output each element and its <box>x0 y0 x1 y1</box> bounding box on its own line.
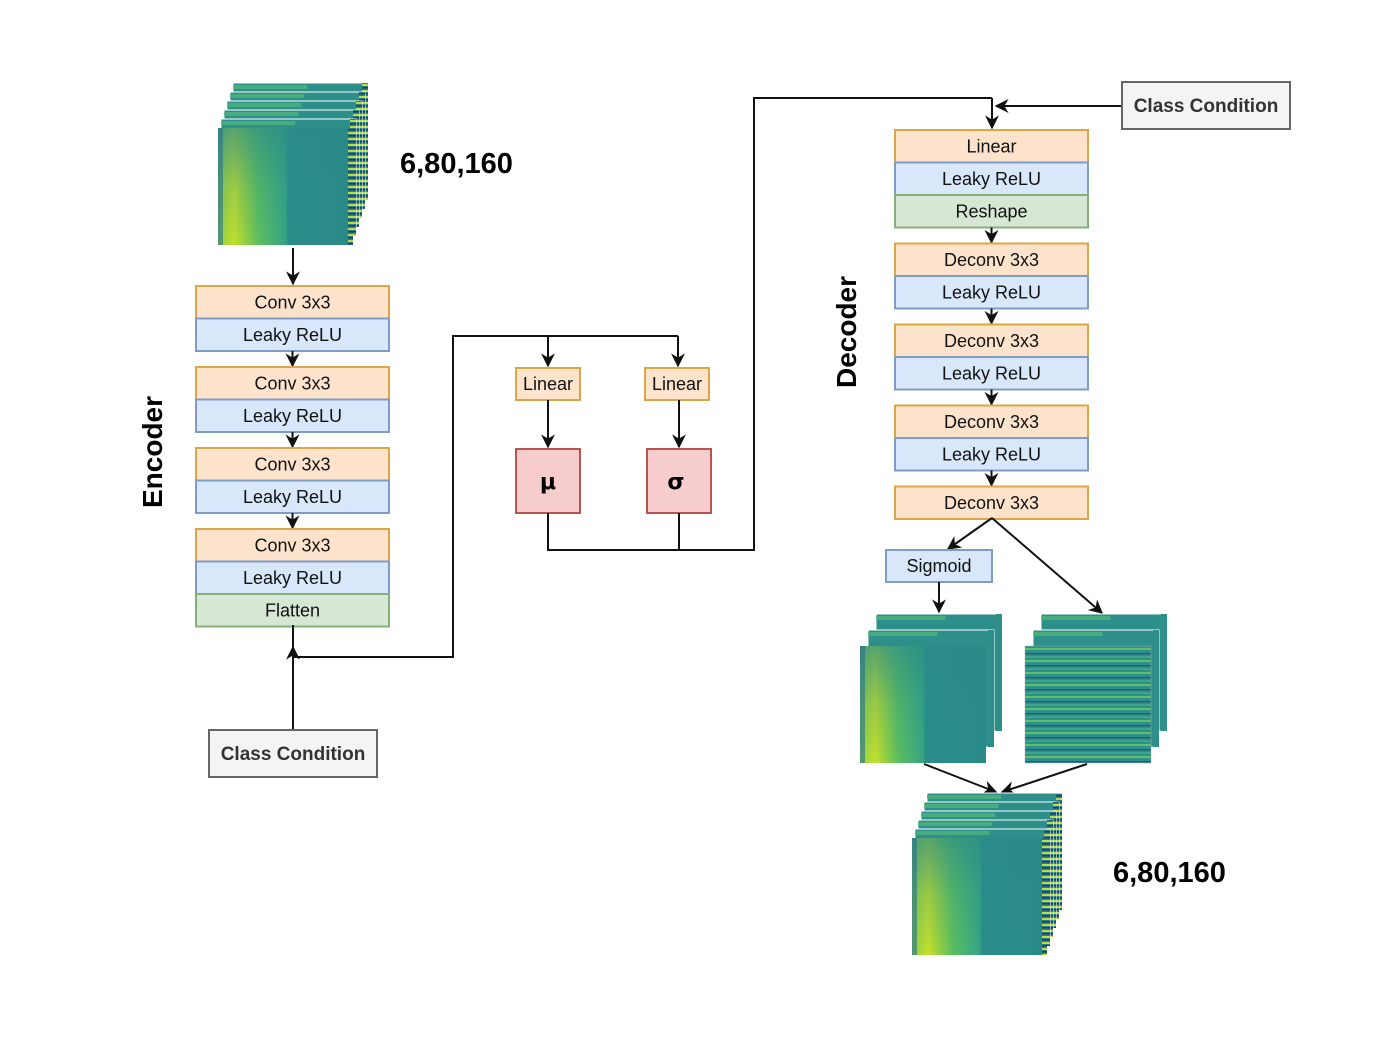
block-leaky-relu: Leaky ReLU <box>195 560 390 595</box>
edge-phase-to-output <box>1000 763 1088 795</box>
svg-text:Sigmoid: Sigmoid <box>906 556 971 576</box>
encoder-input-spectrogram-stack <box>218 82 369 245</box>
block-leaky-relu: Leaky ReLU <box>195 317 390 352</box>
block-deconv-3x3: Deconv 3x3 <box>894 404 1089 439</box>
block-label: Deconv 3x3 <box>944 412 1039 432</box>
block-label: Conv 3x3 <box>254 373 330 393</box>
encoder-input-shape: 6,80,160 <box>400 148 513 180</box>
edge-latent-to-decoder <box>547 97 992 551</box>
linear-sigma-block: Linear <box>644 367 710 401</box>
block-label: Linear <box>966 136 1016 156</box>
edge-deconv-to-sigmoid <box>946 517 993 550</box>
block-conv-3x3: Conv 3x3 <box>195 366 390 401</box>
decoder-title: Decoder <box>831 276 862 388</box>
block-deconv-3x3: Deconv 3x3 <box>894 485 1089 520</box>
spectrogram-frame <box>218 128 353 245</box>
block-deconv-3x3: Deconv 3x3 <box>894 242 1089 277</box>
block-conv-3x3: Conv 3x3 <box>195 285 390 320</box>
block-label: Leaky ReLU <box>243 325 342 345</box>
edge-deconv-to-phase <box>991 517 1104 614</box>
svg-text:Linear: Linear <box>652 374 702 394</box>
block-reshape: Reshape <box>894 194 1089 229</box>
block-label: Deconv 3x3 <box>944 331 1039 351</box>
block-label: Flatten <box>265 600 320 620</box>
decoder-class-condition: Class Condition <box>1121 81 1291 130</box>
sigma-block: σ <box>646 448 712 514</box>
block-label: Leaky ReLU <box>942 363 1041 383</box>
block-leaky-relu: Leaky ReLU <box>894 161 1089 196</box>
block-leaky-relu: Leaky ReLU <box>195 479 390 514</box>
svg-text:Class Condition: Class Condition <box>1134 96 1279 117</box>
svg-text:Linear: Linear <box>523 374 573 394</box>
block-conv-3x3: Conv 3x3 <box>195 447 390 482</box>
spectrogram-frame <box>912 838 1047 955</box>
mu-block: μ <box>515 448 581 514</box>
block-label: Leaky ReLU <box>942 444 1041 464</box>
block-leaky-relu: Leaky ReLU <box>894 356 1089 391</box>
block-label: Deconv 3x3 <box>944 493 1039 513</box>
block-label: Leaky ReLU <box>942 282 1041 302</box>
decoder-magnitude-stack <box>860 613 1003 763</box>
block-label: Leaky ReLU <box>942 169 1041 189</box>
svg-text:σ: σ <box>667 470 684 495</box>
block-label: Reshape <box>955 201 1027 221</box>
linear-mu-block: Linear <box>515 367 581 401</box>
block-label: Leaky ReLU <box>243 487 342 507</box>
block-leaky-relu: Leaky ReLU <box>894 275 1089 310</box>
block-label: Leaky ReLU <box>243 568 342 588</box>
decoder-phase-stack <box>1024 613 1168 764</box>
encoder-class-condition: Class Condition <box>208 729 378 778</box>
edge-magnitude-to-output <box>923 763 998 794</box>
block-label: Leaky ReLU <box>243 406 342 426</box>
spectrogram-frame <box>1024 645 1152 764</box>
block-leaky-relu: Leaky ReLU <box>894 437 1089 472</box>
encoder-title: Encoder <box>137 396 168 508</box>
block-linear: Linear <box>894 129 1089 164</box>
sigmoid-block: Sigmoid <box>885 549 993 583</box>
svg-text:μ: μ <box>540 470 556 495</box>
block-label: Conv 3x3 <box>254 535 330 555</box>
svg-text:Class Condition: Class Condition <box>221 744 366 765</box>
decoder-output-shape: 6,80,160 <box>1113 857 1226 889</box>
block-leaky-relu: Leaky ReLU <box>195 398 390 433</box>
block-label: Deconv 3x3 <box>944 250 1039 270</box>
block-flatten: Flatten <box>195 593 390 628</box>
spectrogram-frame <box>860 646 986 763</box>
decoder-output-spectrogram-stack <box>912 792 1063 955</box>
block-label: Conv 3x3 <box>254 292 330 312</box>
block-conv-3x3: Conv 3x3 <box>195 528 390 563</box>
edge-encoder-to-latent <box>293 335 678 658</box>
block-deconv-3x3: Deconv 3x3 <box>894 323 1089 358</box>
block-label: Conv 3x3 <box>254 454 330 474</box>
